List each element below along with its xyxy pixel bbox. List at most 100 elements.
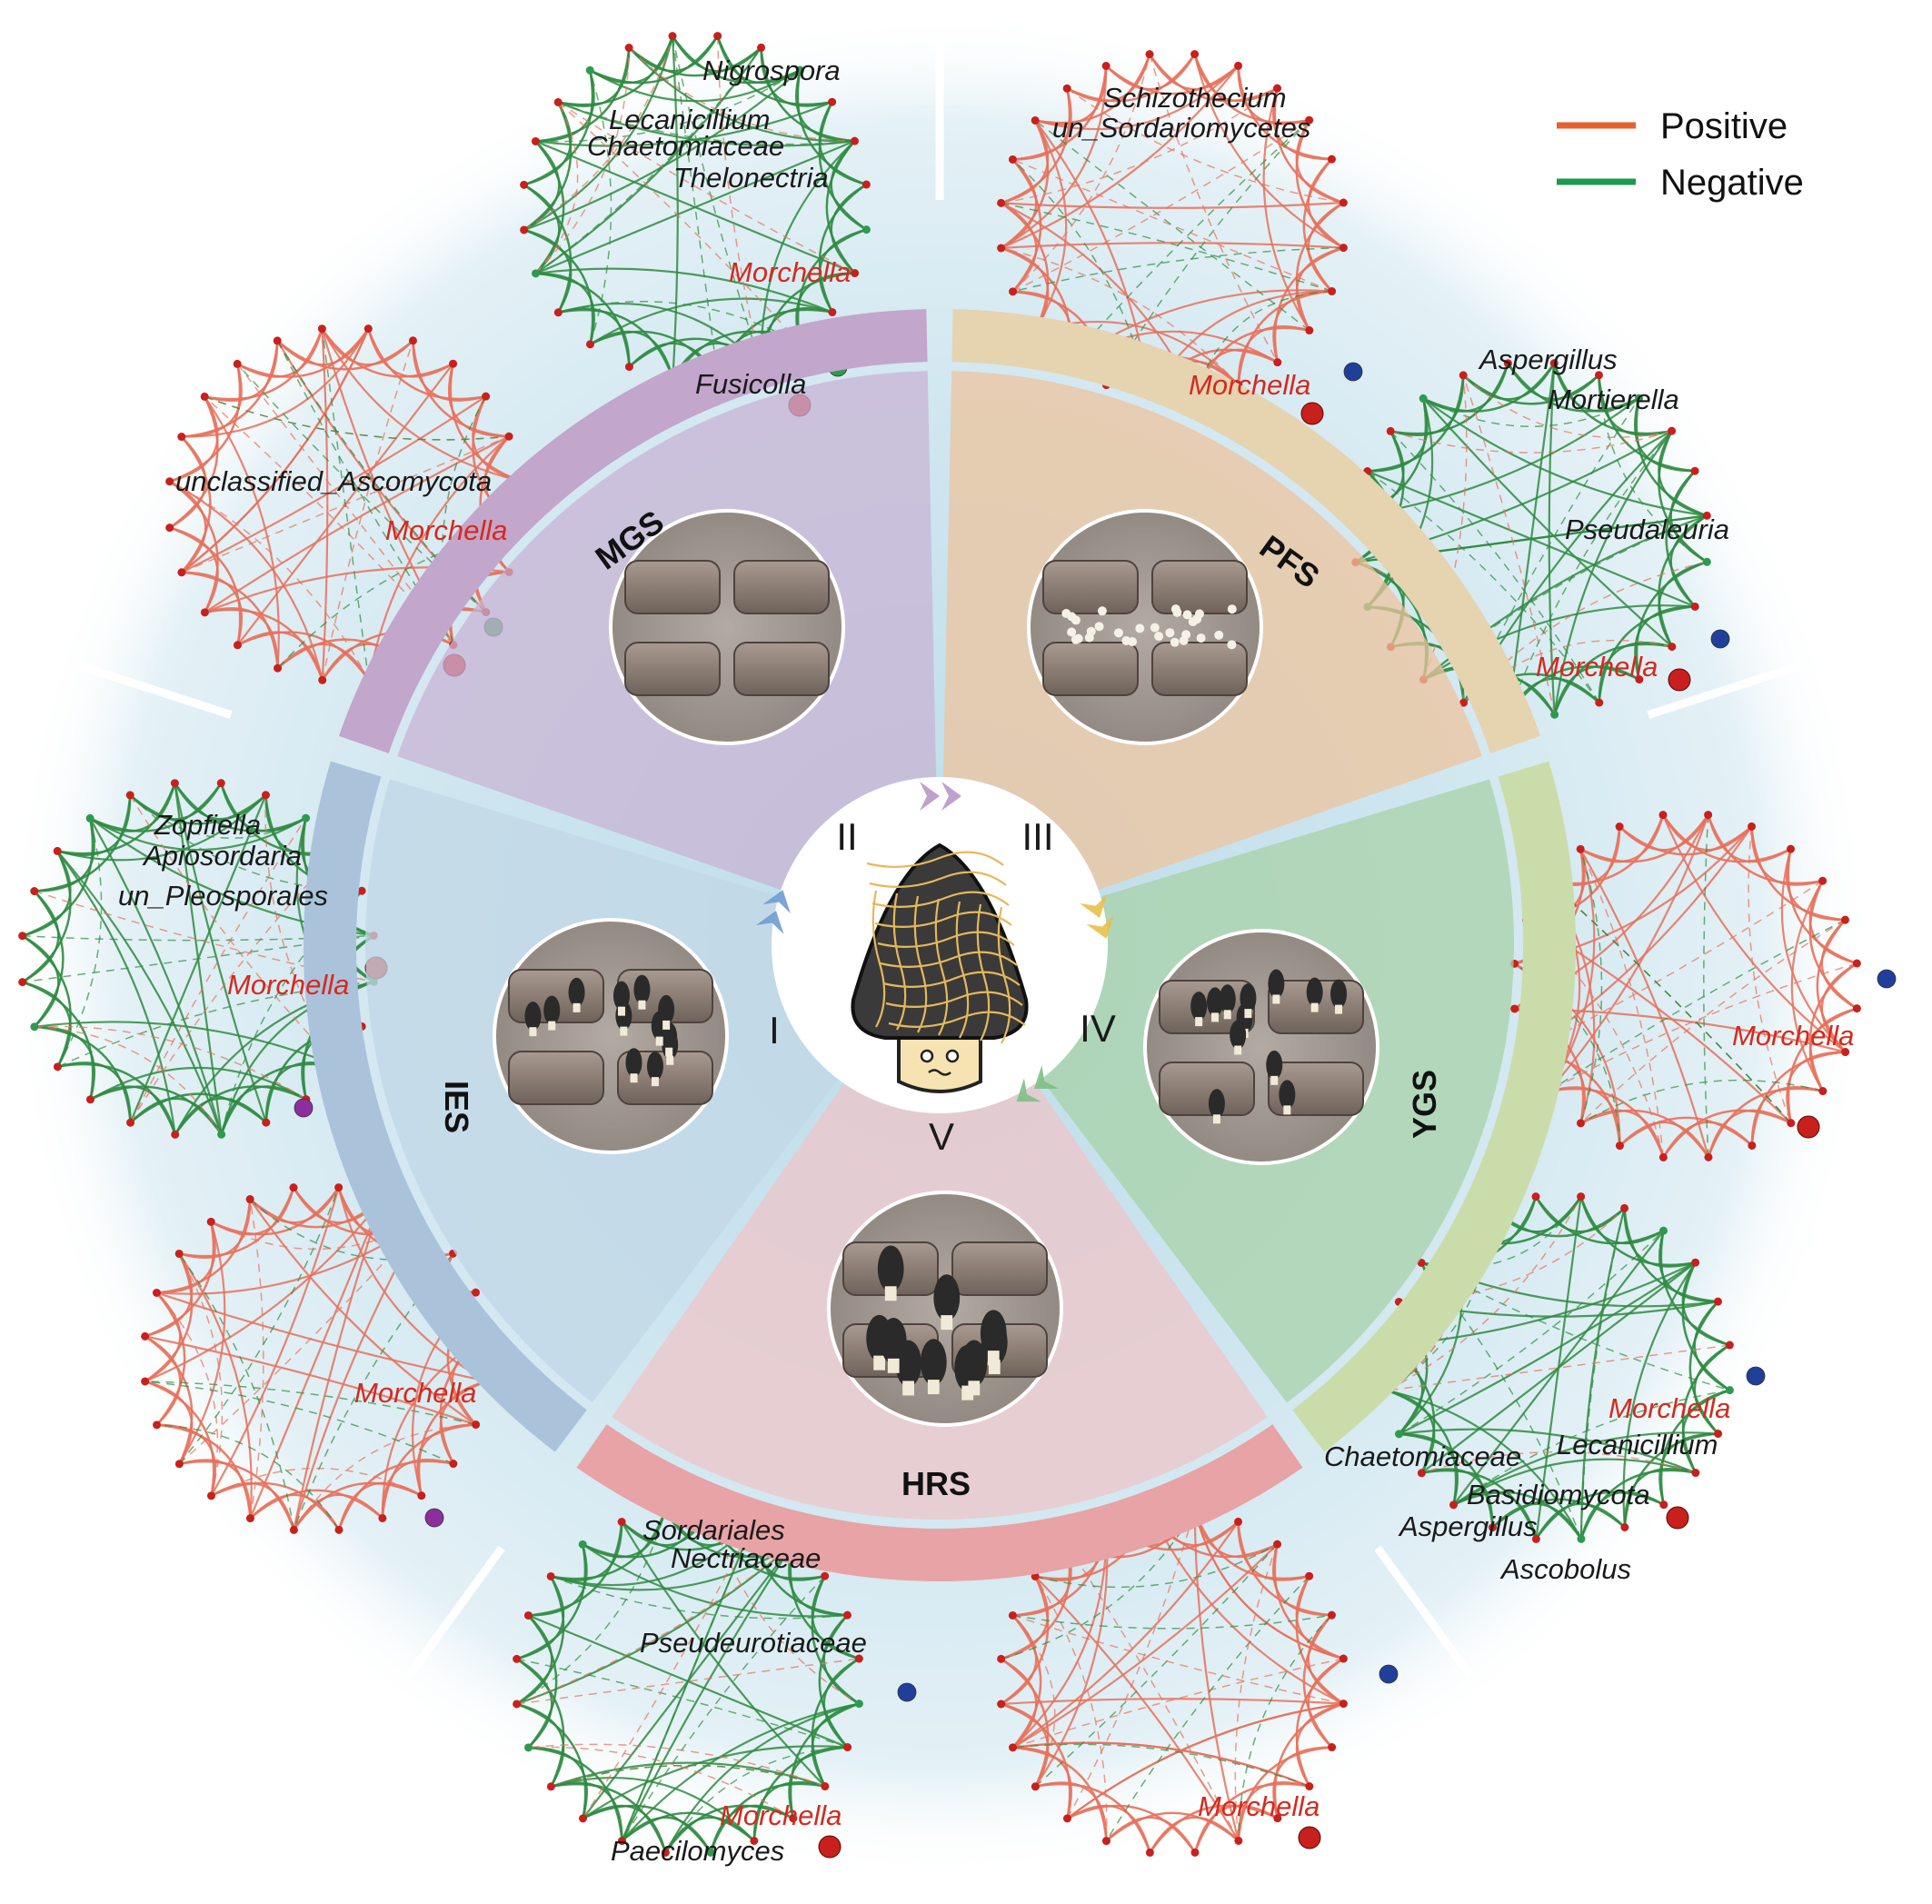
network-edge-dashed [1462,374,1672,439]
morel-stem [902,1381,914,1396]
network-edge-dashed [582,1521,755,1819]
network-node [617,1837,626,1846]
primordium-dot [1182,610,1192,620]
network-edge [210,1481,340,1531]
network-edge [1001,1698,1344,1706]
network-node [828,97,837,106]
network-edge [523,184,573,314]
network-node [85,813,95,822]
network-node [1668,643,1677,652]
network-edge [1066,1804,1196,1854]
network-edge [168,480,219,613]
morel-fruit [1268,969,1285,999]
network-edge-dashed [557,101,855,145]
network-node [334,1183,344,1192]
network-edge [1491,1498,1626,1529]
network-node [1009,287,1018,296]
network-edge [523,228,594,345]
network-edge-dashed [516,1543,794,1705]
morel-stem [927,1380,940,1395]
network-edge-dashed [129,794,340,1068]
network-node [617,1518,626,1527]
network-edge [34,1025,132,1123]
morel-fruit [980,1310,1007,1357]
morel-stem [573,1002,581,1012]
network-edge [1193,54,1344,249]
network-edge [236,327,370,378]
network-node [141,1377,150,1386]
network-node [165,523,174,533]
network-edge-dashed [34,1026,223,1135]
morel-stem [529,1027,537,1037]
network-node [273,336,282,345]
legend-negative-label: Negative [1660,163,1804,203]
network-node [1328,1743,1337,1752]
network-node [1488,1523,1497,1532]
network-edge-dashed [534,102,579,274]
network-edge [582,1543,848,1618]
network-node [532,269,541,278]
morel-stem [655,1036,663,1046]
network-node [1725,1341,1734,1350]
network-edge [1034,1521,1109,1788]
network-edge-dashed [1001,202,1332,293]
network-edge [716,35,832,106]
network-node [357,886,366,895]
network-edge [1066,1702,1344,1819]
network-node [789,1814,798,1823]
network-edge [628,46,762,77]
morel-stem [1335,1004,1343,1014]
network-edge-dashed [34,1025,307,1101]
network-edge [523,101,573,231]
network-edge [381,1423,476,1519]
network-node [363,324,373,334]
grow-bag [508,1051,604,1105]
network-node [1658,811,1668,820]
network-node [1273,84,1282,93]
network-edge [1035,1782,1151,1853]
morel-stem [1283,1105,1291,1115]
network-edge [1273,1702,1344,1819]
network-edge [534,140,565,274]
morel-fruit [633,974,651,1004]
network-edge [156,1199,252,1294]
network-node [206,1217,215,1226]
network-node [1008,155,1017,164]
network-edge [1662,1109,1792,1159]
network-node [1576,844,1585,853]
network-edge [1399,1261,1697,1435]
network-edge [818,1614,849,1749]
network-node [1818,876,1827,885]
network-node [624,363,633,372]
network-node [1531,1534,1540,1543]
network-edge [144,1380,215,1497]
network-node [578,1814,587,1823]
network-edge-dashed [1012,54,1150,293]
network-node [661,1848,670,1857]
network-edge [276,339,414,371]
network-edge [1193,54,1310,125]
network-edge [1452,1490,1582,1540]
network-node [1594,371,1603,380]
network-edge [1001,242,1344,250]
network-edge-dashed [321,340,414,681]
network-edge-dashed [1548,919,1846,1092]
network-edge-dashed [1012,246,1344,293]
taxon-label: Nigrospora [702,55,841,86]
taxon-label: Sordariales [642,1514,785,1546]
network-edge [144,1335,194,1465]
network-edge-dashed [1508,430,1673,715]
network-edge-dashed [1105,119,1310,385]
network-node [1659,1226,1668,1235]
network-node [245,1514,254,1523]
taxon-label-morchella: Morchella [354,1377,476,1409]
network-edge [535,267,833,314]
network-node [177,433,186,442]
network-node [513,1700,522,1709]
network-edge-dashed [558,301,802,345]
network-edge [1688,1301,1719,1435]
network-node [233,641,242,650]
taxon-label: Schizothecium [1103,82,1287,114]
morel-fruit [920,1339,947,1386]
network-node [1305,115,1314,125]
